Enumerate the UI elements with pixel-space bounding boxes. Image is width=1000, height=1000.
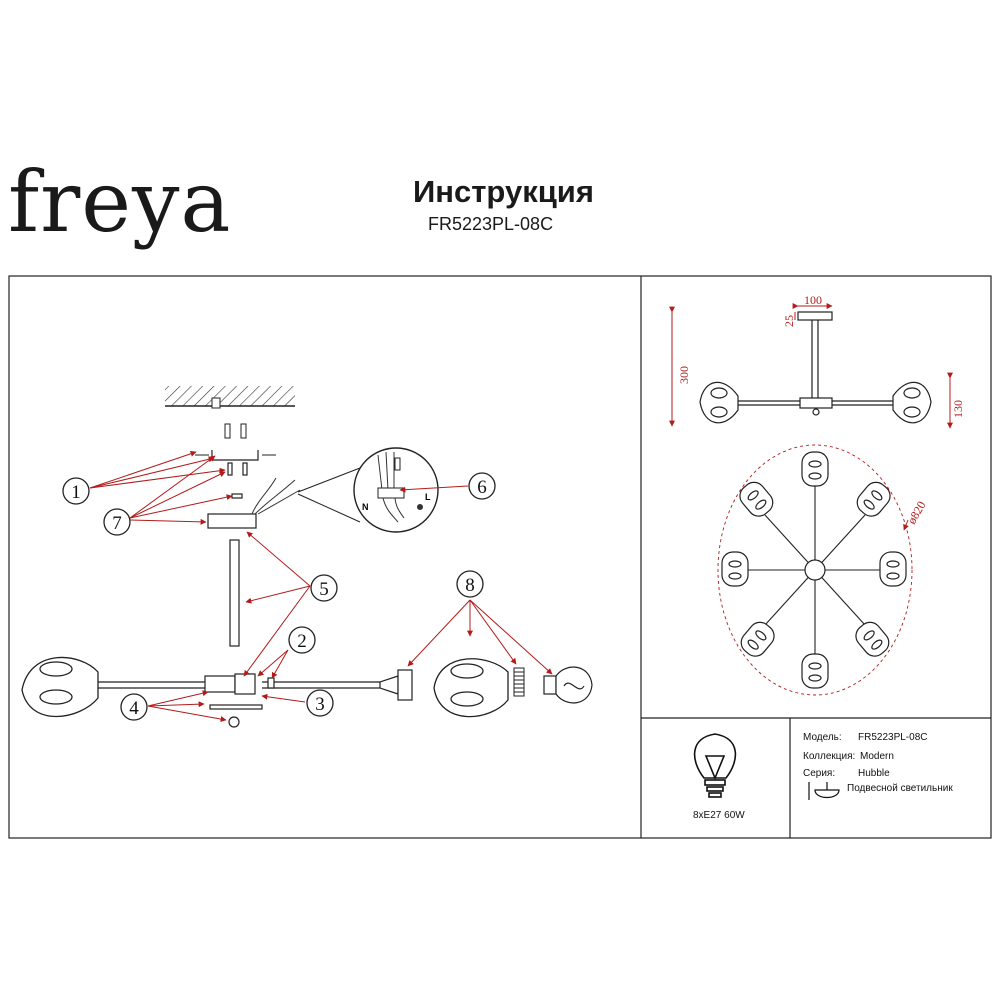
page-title: Инструкция <box>413 174 594 209</box>
callout-circle-3 <box>306 689 334 717</box>
top-view <box>717 444 913 696</box>
dim-canopy-height: 25 <box>782 315 796 327</box>
callout-5: 5 <box>319 579 329 600</box>
collection-value: Modern <box>860 751 894 762</box>
light-bulb <box>543 666 593 704</box>
model-label: Модель: <box>803 732 842 743</box>
dim-diameter: ø820 <box>904 499 928 527</box>
spare-shade <box>433 658 509 718</box>
model-number: FR5223PL-08C <box>428 214 554 234</box>
bulb-spec: 8xE27 60W <box>693 810 745 821</box>
callout-circle-2 <box>288 626 316 654</box>
brand-logo: freya <box>8 153 232 251</box>
live-label: L <box>425 492 431 502</box>
callout-6: 6 <box>477 477 487 498</box>
model-value: FR5223PL-08C <box>858 732 927 743</box>
callout-circle-5 <box>310 574 338 602</box>
callout-2: 2 <box>297 631 307 652</box>
neutral-label: N <box>362 502 369 512</box>
callout-circle-6 <box>468 472 496 500</box>
callout-7: 7 <box>112 513 122 534</box>
collection-label: Коллекция: <box>803 751 855 762</box>
ceiling-hatch <box>165 386 295 409</box>
callout-1: 1 <box>71 482 81 503</box>
leader-lines <box>89 450 553 722</box>
product-info: Модель: FR5223PL-08C Коллекция: Modern С… <box>803 732 953 794</box>
mounting-bracket <box>211 450 259 499</box>
bulb-icon <box>693 733 737 798</box>
pendant-icon <box>808 782 840 800</box>
callout-circle-7 <box>103 508 131 536</box>
shade-ring <box>513 667 525 697</box>
wall-plugs <box>195 423 276 456</box>
wiring-detail: N L <box>297 447 439 533</box>
dim-canopy-width: 100 <box>804 293 822 307</box>
callout-numbers: 1 2 3 4 5 6 7 8 <box>71 477 487 719</box>
supply-wires <box>251 477 301 515</box>
callout-3: 3 <box>315 694 325 715</box>
series-value: Hubble <box>858 768 890 779</box>
callout-markers <box>62 472 496 721</box>
callout-8: 8 <box>465 575 475 596</box>
dim-total-height: 300 <box>677 366 691 384</box>
type-value: Подвесной светильник <box>847 783 953 794</box>
dimension-lines <box>669 303 953 429</box>
series-label: Серия: <box>803 768 835 779</box>
dim-shade-height: 130 <box>951 400 965 418</box>
callout-4: 4 <box>129 698 139 719</box>
side-view <box>699 311 932 424</box>
callout-circle-8 <box>456 570 484 598</box>
canopy <box>207 513 257 529</box>
arm-assembly <box>98 669 413 728</box>
left-shade <box>21 656 99 717</box>
callout-circle-1 <box>62 477 90 505</box>
frame <box>8 275 992 839</box>
suspension-rod <box>229 539 240 647</box>
callout-circle-4 <box>120 693 148 721</box>
